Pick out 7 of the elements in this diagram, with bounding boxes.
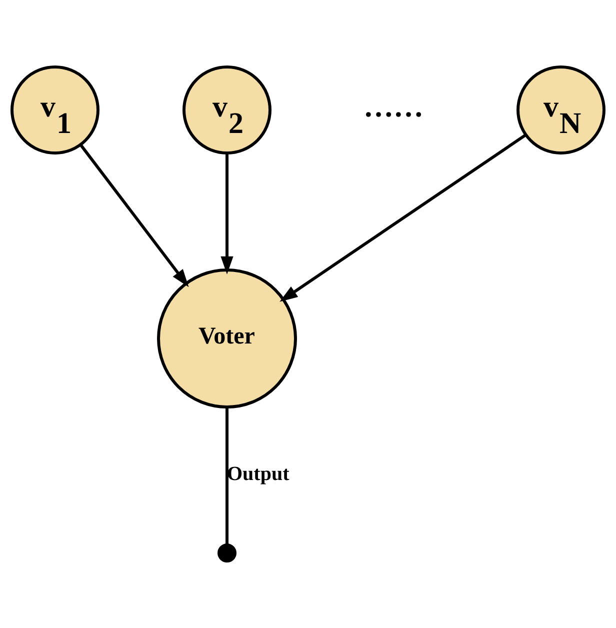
arrow xyxy=(80,144,189,288)
edge-label: Output xyxy=(227,463,290,485)
arrow xyxy=(220,153,234,274)
label: …… xyxy=(364,90,424,124)
arrow xyxy=(280,134,526,302)
connector xyxy=(226,407,228,545)
node-circle xyxy=(218,544,236,562)
